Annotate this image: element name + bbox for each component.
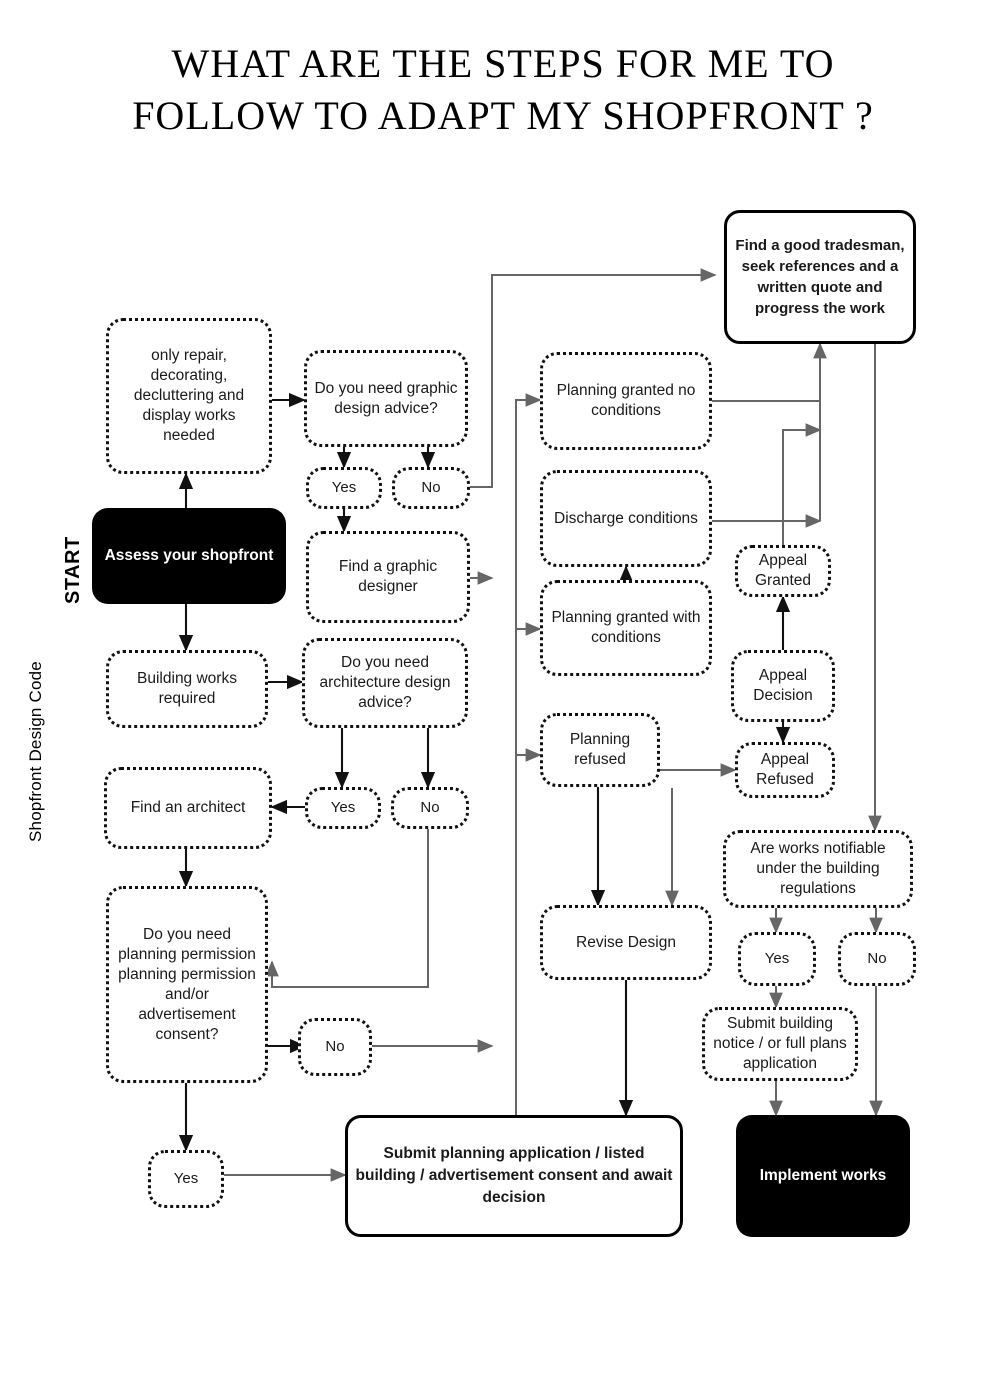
node-yes-graphic[interactable]: Yes [306,467,382,509]
node-submit-building-notice[interactable]: Submit building notice / or full plans a… [702,1007,858,1081]
node-planning-granted-no-conditions[interactable]: Planning granted no conditions [540,352,712,450]
node-find-good-tradesman[interactable]: Find a good tradesman, seek references a… [724,210,916,344]
node-revise-design[interactable]: Revise Design [540,905,712,980]
node-no-graphic[interactable]: No [392,467,470,509]
node-no-planning[interactable]: No [298,1018,372,1076]
node-assess-shopfront[interactable]: Assess your shopfront [92,508,286,604]
node-need-graphic-design-advice[interactable]: Do you need graphic design advice? [304,350,468,447]
node-need-planning-permission[interactable]: Do you need planning permission planning… [106,886,268,1083]
node-appeal-decision[interactable]: Appeal Decision [731,650,835,722]
node-no-notifiable[interactable]: No [838,932,916,986]
node-need-architecture-advice[interactable]: Do you need architecture design advice? [302,638,468,728]
node-only-repair[interactable]: only repair, decorating, decluttering an… [106,318,272,474]
node-yes-planning[interactable]: Yes [148,1150,224,1208]
node-appeal-granted[interactable]: Appeal Granted [735,545,831,597]
node-planning-granted-with-conditions[interactable]: Planning granted with conditions [540,580,712,676]
node-implement-works[interactable]: Implement works [736,1115,910,1237]
title-line-2: FOLLOW TO ADAPT MY SHOPFRONT ? [132,93,874,138]
node-yes-notifiable[interactable]: Yes [738,932,816,986]
node-find-graphic-designer[interactable]: Find a graphic designer [306,531,470,623]
node-appeal-refused[interactable]: Appeal Refused [735,742,835,798]
node-yes-architecture[interactable]: Yes [305,787,381,829]
node-planning-refused[interactable]: Planning refused [540,713,660,787]
page-title: WHAT ARE THE STEPS FOR ME TO FOLLOW TO A… [0,38,1006,142]
node-submit-planning-application[interactable]: Submit planning application / listed bui… [345,1115,683,1237]
node-no-architecture[interactable]: No [391,787,469,829]
node-works-notifiable[interactable]: Are works notifiable under the building … [723,830,913,908]
title-line-1: WHAT ARE THE STEPS FOR ME TO [171,41,835,86]
node-find-architect[interactable]: Find an architect [104,767,272,849]
node-building-works[interactable]: Building works required [106,650,268,728]
node-discharge-conditions[interactable]: Discharge conditions [540,470,712,567]
